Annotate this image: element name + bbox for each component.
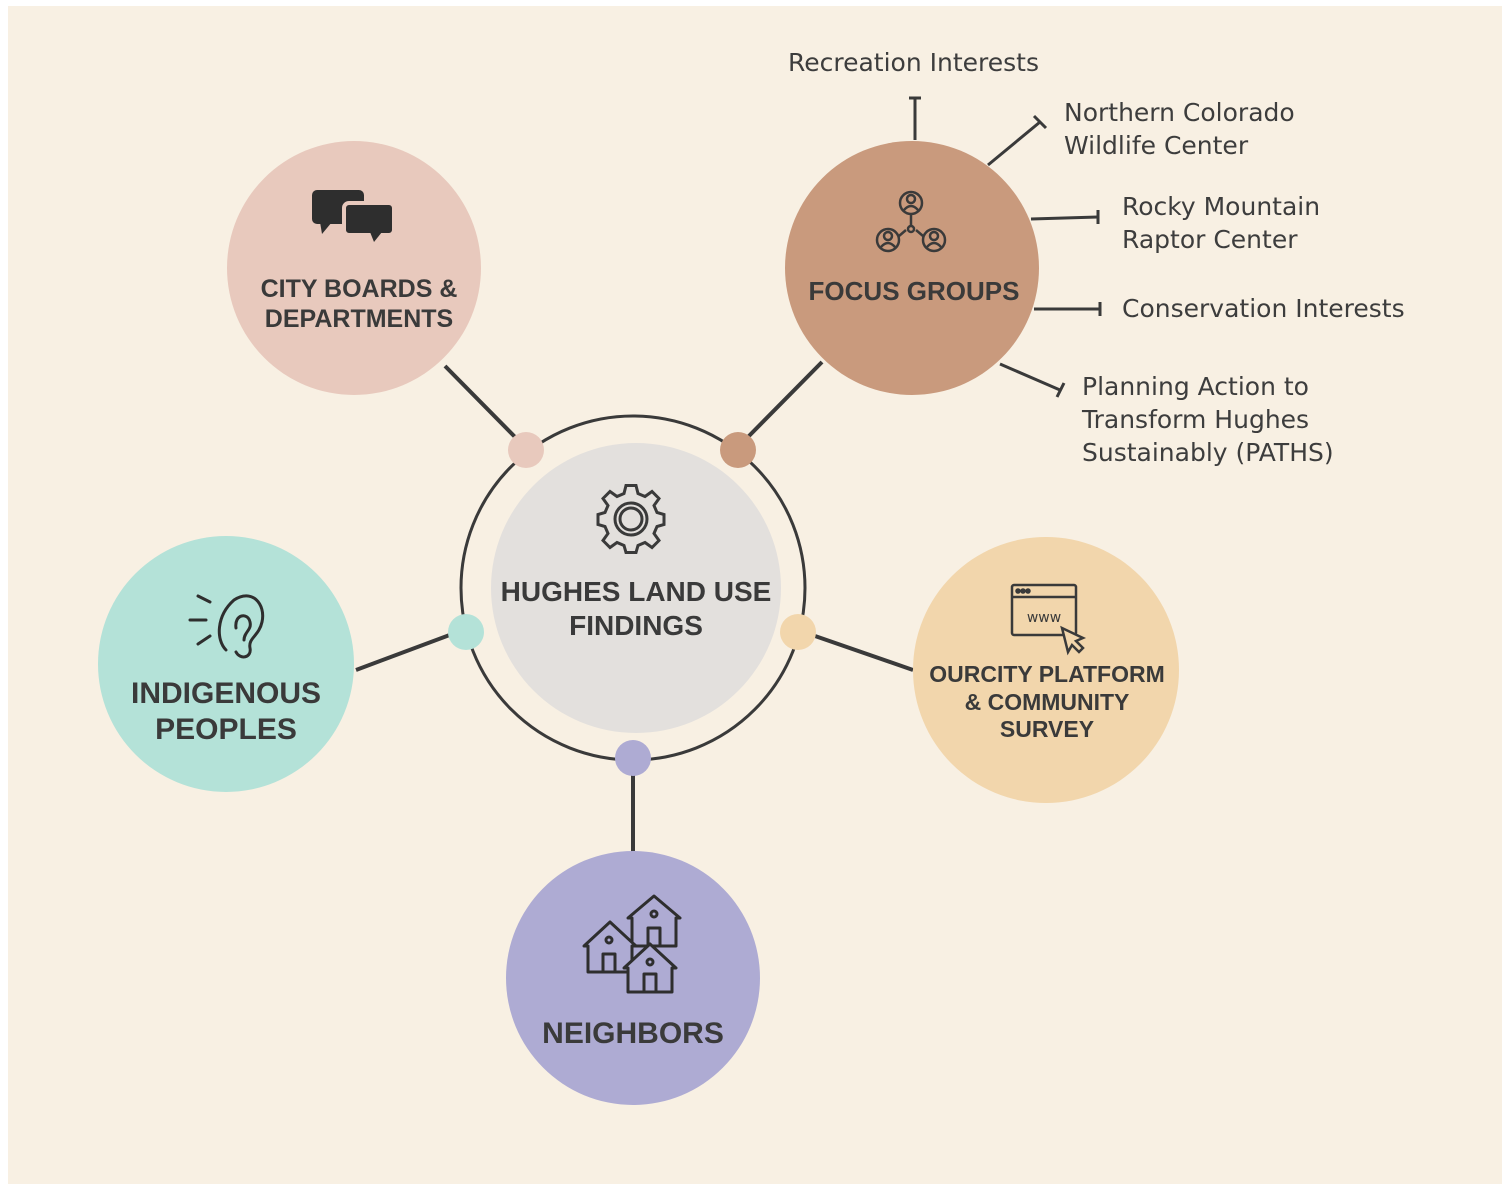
connector-lines (355, 360, 914, 852)
connector-focus-groups (743, 360, 824, 442)
city-boards-circle (227, 141, 481, 395)
gear-icon (596, 484, 666, 554)
ear-icon (188, 594, 265, 659)
neighbors-label: NEIGHBORS (542, 1017, 724, 1050)
indigenous-circle (98, 536, 354, 792)
connector-city-boards (443, 364, 520, 442)
indigenous-label: INDIGENOUS PEOPLES (130, 677, 322, 746)
ring-dot-focus-groups (720, 432, 756, 468)
ring-dot-ourcity (780, 614, 816, 650)
branch-label-conservation: Conservation Interests (1122, 294, 1405, 323)
branch-line-raptor (1030, 215, 1099, 221)
focus-groups-label: FOCUS GROUPS (808, 276, 1020, 306)
ourcity-label: OURCITY PLATFORM & COMMUNITY SURVEY (929, 661, 1165, 743)
ourcity-circle (913, 537, 1179, 803)
svg-text:www: www (1027, 610, 1061, 626)
branch-label-wildlife: Northern Colorado Wildlife Center (1064, 98, 1295, 160)
center-label: HUGHES LAND USE FINDINGS (500, 576, 772, 641)
center-circle (491, 443, 781, 733)
focus-group-branches (909, 96, 1102, 398)
city-boards-label: CITY BOARDS & DEPARTMENTS (260, 275, 458, 333)
ring-dot-neighbors (615, 740, 651, 776)
ring-dot-city-boards (508, 432, 544, 468)
houses-icon (582, 894, 682, 994)
branch-label-raptor: Rocky Mountain Raptor Center (1122, 192, 1321, 254)
branch-line-paths (999, 362, 1061, 392)
branch-line-wildlife (987, 120, 1041, 167)
connector-indigenous (355, 631, 456, 672)
connector-ourcity (814, 634, 914, 672)
speech-bubbles-icon (312, 190, 396, 242)
branch-label-paths: Planning Action to Transform Hughes Sust… (1082, 372, 1334, 467)
ring-dot-indigenous (448, 614, 484, 650)
focus-groups-circle (785, 141, 1039, 395)
branch-label-recreation: Recreation Interests (788, 48, 1040, 77)
web-browser-icon: www (1010, 583, 1087, 656)
people-network-icon (875, 190, 947, 253)
